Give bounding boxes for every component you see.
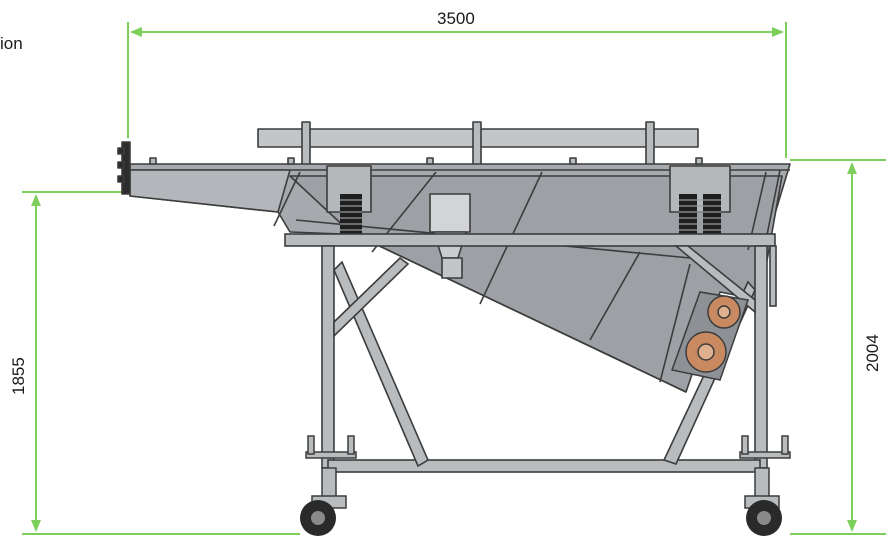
vibration-motors — [671, 291, 750, 381]
right-height-arrow-top — [847, 162, 857, 174]
frame-left-leg — [321, 245, 335, 469]
right-caster-stem — [754, 467, 770, 499]
outlet-hopper — [429, 193, 471, 233]
inlet-flange-clip-2 — [117, 161, 125, 169]
left-height-arrow-bottom — [31, 520, 41, 532]
frame-bottom-rail — [327, 459, 761, 473]
top-lug-5 — [695, 157, 703, 165]
left-wheel-hub — [311, 511, 325, 525]
caster-wheels — [300, 500, 782, 536]
deck-panel-line-5 — [659, 263, 691, 383]
inlet-flange-clip-1 — [117, 147, 125, 155]
length-dimension-label: 3500 — [437, 9, 475, 28]
motor-upper-hub — [717, 305, 731, 319]
frame-brace-left-2 — [333, 256, 410, 338]
frame-right-upright — [769, 245, 777, 307]
left-foot-plate — [305, 451, 357, 459]
length-arrow-left — [130, 27, 142, 37]
length-arrow-right — [772, 27, 784, 37]
frame-right-leg — [754, 245, 768, 469]
right-foot-plate — [739, 451, 791, 459]
top-lug-3 — [426, 157, 434, 165]
frame-brace-right-2 — [673, 245, 756, 314]
left-foot-post-2 — [347, 435, 355, 455]
right-height-dimension-label: 2004 — [863, 334, 882, 372]
frame-top-rail — [284, 233, 776, 247]
caption-fragment: ion — [0, 34, 23, 53]
right-foot-post-1 — [741, 435, 749, 455]
right-wheel-hub — [757, 511, 771, 525]
deck-panel-line-4 — [589, 251, 641, 341]
left-height-dimension-label: 1855 — [9, 357, 28, 395]
deck-panel-line-1 — [273, 171, 301, 227]
top-lug-1 — [149, 157, 157, 165]
left-caster-stem — [321, 467, 337, 499]
top-lug-4 — [569, 157, 577, 165]
right-height-arrow-bottom — [847, 520, 857, 532]
left-foot-post-1 — [307, 435, 315, 455]
deck-lower-edge — [349, 231, 687, 393]
inlet-chute — [129, 169, 291, 213]
motor-lower-hub — [697, 343, 715, 361]
outlet-spout — [441, 257, 463, 279]
top-lug-2 — [287, 157, 295, 165]
inlet-flange-clip-3 — [117, 175, 125, 183]
right-foot-post-2 — [781, 435, 789, 455]
dimension-lines — [22, 22, 886, 535]
left-height-arrow-top — [31, 194, 41, 206]
